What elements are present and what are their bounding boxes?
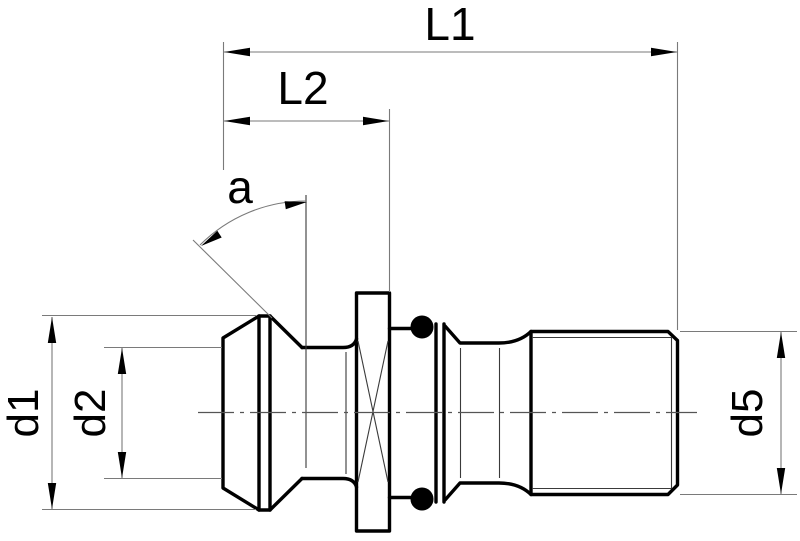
d1-arrow-bottom [47,483,57,509]
neck-right-bottom-edge [443,481,533,502]
d5-label: d5 [723,389,772,438]
part-outline [221,195,680,533]
dimension-d2: d2 [66,346,222,480]
l2-arrow-left [224,116,250,126]
o-ring-top [410,315,434,339]
neck-left-bottom-edge [300,476,359,489]
angle-arrow-left [201,230,222,246]
l1-arrow-right [651,47,677,57]
d2-label: d2 [66,389,115,438]
d1-label: d1 [0,389,48,438]
angle-arrow-right [284,201,307,210]
l1-label: L1 [424,0,475,50]
angle-reference-line [192,239,273,319]
angle-label: a [227,161,253,213]
thread-outline [529,329,680,497]
o-ring-bottom [410,487,434,511]
d5-arrow-bottom [776,468,786,494]
d1-arrow-top [47,317,57,343]
dimension-l1: L1 [222,0,679,330]
l1-arrow-left [224,47,250,57]
dimension-angle: a [192,161,307,319]
dimension-l2: L2 [224,62,391,292]
neck-left-top-edge [300,337,359,350]
dimension-d1: d1 [0,314,256,511]
dimension-d5: d5 [680,330,797,496]
flange-cross-line-2 [357,340,389,483]
l2-label: L2 [277,62,328,114]
d2-arrow-top [117,348,127,374]
l2-arrow-right [363,116,389,126]
d2-arrow-bottom [117,452,127,478]
neck-right-top-edge [443,324,533,345]
d5-arrow-top [776,332,786,358]
